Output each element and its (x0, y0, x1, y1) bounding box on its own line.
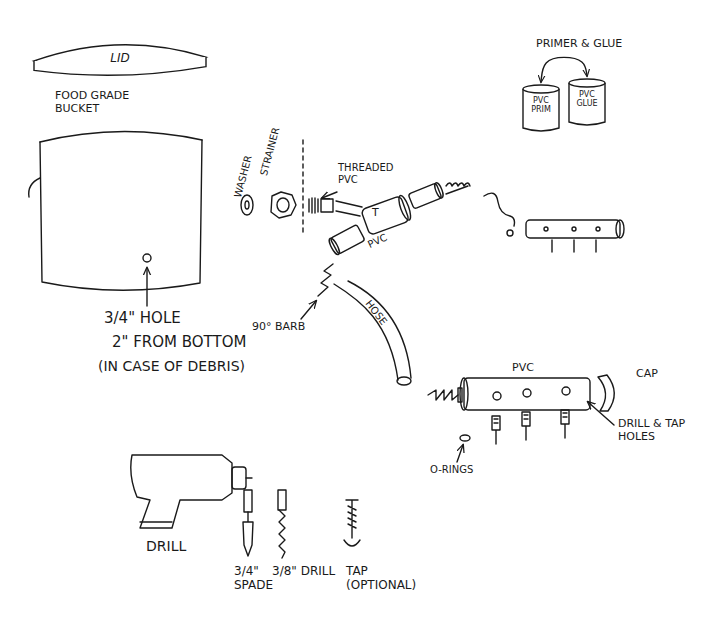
sketch-line (544, 227, 548, 231)
part-label: PRIMER & GLUE (536, 38, 622, 51)
can-shape: PVC GLUE (568, 78, 606, 126)
part-label: (IN CASE OF DEBRIS) (98, 358, 245, 374)
sketch-line (428, 390, 458, 400)
sketch-line (29, 178, 40, 197)
sketch-line (309, 198, 318, 213)
part-label: 3/8" DRILL (272, 565, 335, 579)
sketch-line (302, 140, 303, 232)
sketch-line (433, 182, 445, 199)
sketch-line (408, 183, 442, 209)
bucket-drawing (29, 131, 202, 306)
part-label: 3/4" SPADE (234, 565, 274, 593)
sketch-line (572, 227, 576, 231)
sketch-line (336, 201, 362, 216)
sketch-line (457, 445, 463, 462)
part-label: FOOD GRADE BUCKET (55, 90, 145, 115)
sketch-line (569, 79, 605, 87)
sketch-line (397, 377, 411, 385)
sketch-line (523, 89, 559, 131)
sketch-line (327, 224, 365, 255)
part-label: PVC (512, 362, 534, 375)
sketch-line (569, 83, 605, 125)
node-text: PVC PRIM (525, 97, 557, 115)
sketch-line (40, 140, 202, 290)
sketch-line (334, 284, 398, 380)
sketch-line (493, 392, 501, 400)
fitting-drawing (241, 140, 624, 256)
sketch-line (322, 192, 337, 198)
sketch-line (522, 412, 530, 440)
part-label: TAP (OPTIONAL) (346, 565, 438, 593)
sketch-line (140, 521, 172, 522)
sketch-line (40, 131, 202, 142)
sketch-line (246, 477, 252, 478)
part-label: STRAINER (258, 126, 282, 177)
part-label: O-RINGS (430, 464, 473, 476)
sketch-line (460, 435, 470, 441)
sketch-line (446, 186, 468, 194)
sketch-line (562, 387, 570, 395)
node-text: PVC GLUE (571, 91, 603, 109)
sketch-line (460, 378, 468, 410)
sketch-line (523, 389, 531, 397)
part-label: DRILL (146, 538, 186, 554)
sketch-line (243, 512, 253, 556)
sketch-line (344, 540, 360, 546)
sketch-line (318, 264, 333, 296)
sketch-line (131, 455, 232, 528)
part-label: WASHER (232, 154, 254, 199)
sketch-line (245, 201, 249, 209)
sketch-line (301, 301, 316, 319)
sketch-line (278, 490, 286, 510)
sketch-line (146, 268, 147, 306)
part-label: 2" FROM BOTTOM (112, 334, 246, 351)
sketch-line (484, 193, 515, 226)
can-shape: PVC PRIM (522, 84, 560, 132)
sketch-line (327, 237, 341, 256)
curved-arrow (541, 57, 587, 82)
part-label: 90° BARB (252, 321, 305, 334)
manifold-drawing (428, 375, 614, 462)
sketch-line (492, 416, 500, 444)
sketch-line (561, 410, 569, 438)
sketch-line (143, 254, 151, 262)
hose-drawing (301, 264, 411, 385)
sketch-line (408, 182, 445, 209)
part-label: CAP (636, 368, 658, 381)
sketch-line (507, 230, 513, 236)
part-label: DRILL & TAP HOLES (618, 418, 716, 443)
sketch-line (277, 198, 289, 212)
sketch-line (526, 220, 620, 238)
part-label: 3/4" HOLE (104, 310, 181, 327)
sketch-line (279, 510, 285, 558)
sketch-line (596, 227, 600, 231)
part-label: HOSE (363, 298, 389, 327)
sketch-line (523, 85, 559, 93)
sketch-line (552, 240, 596, 252)
tool-drawing (131, 455, 360, 558)
sketch-line (321, 199, 333, 212)
sketch-line (346, 500, 358, 538)
sketch-line (598, 375, 614, 411)
node-text: LID (46, 52, 194, 65)
sketch-line (464, 378, 590, 410)
lid-shape: LID (32, 40, 208, 78)
part-label: T (372, 207, 379, 220)
sketch-line (616, 220, 624, 238)
sketch-line (588, 402, 614, 425)
sketch-line (361, 196, 410, 236)
sketch-line (348, 281, 411, 378)
sketch-line (244, 490, 252, 512)
sketch-line (446, 183, 470, 186)
part-label: THREADED PVC (338, 162, 410, 185)
sketch-line (232, 467, 246, 489)
sketch-line (271, 192, 296, 218)
sketch-line (330, 224, 365, 254)
sketch-line (361, 194, 413, 235)
part-label: PVC (366, 232, 389, 251)
